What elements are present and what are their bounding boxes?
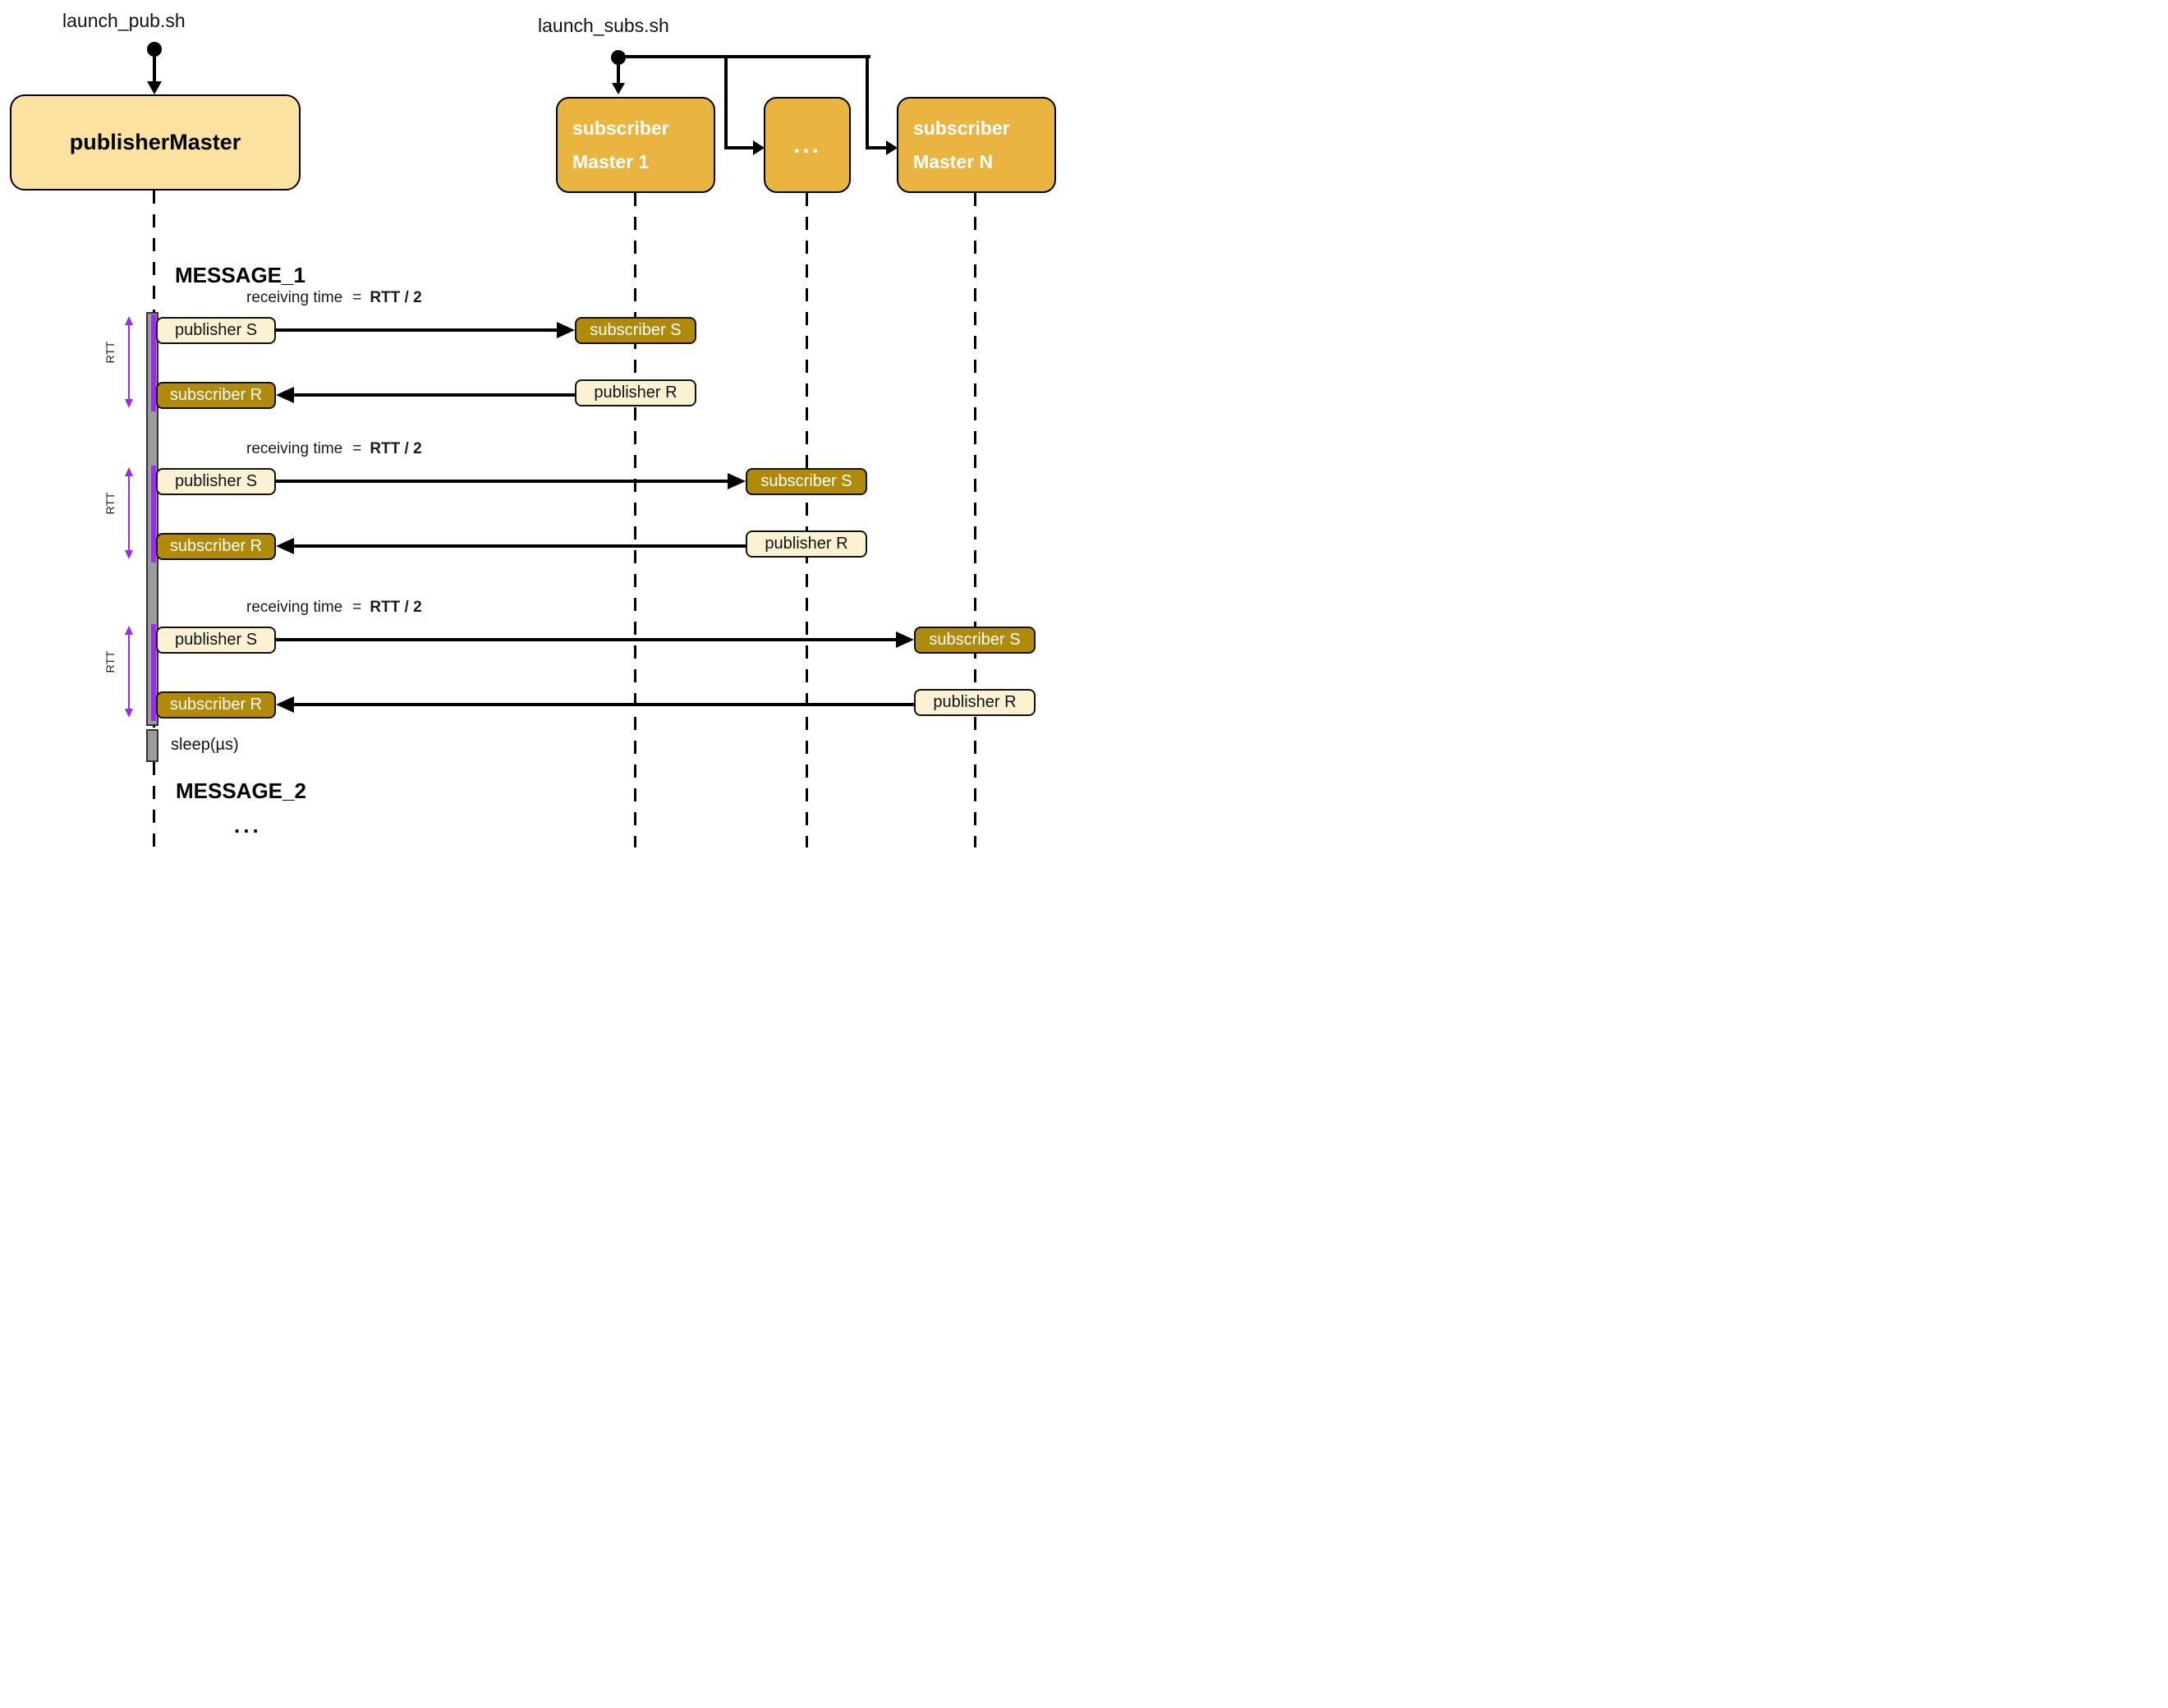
lifeline-dots [806, 193, 808, 847]
subs-branch-drop-mastern [866, 55, 869, 149]
subscriber-r-box-1: subscriber R [156, 382, 276, 409]
send-arrowhead-3-icon [896, 631, 914, 648]
subs-arrowhead-mastern-icon [886, 140, 898, 155]
send-arrow-line-2 [276, 480, 728, 483]
rtt-arrowhead-up-icon [125, 467, 133, 476]
rtt-arrowhead-down-icon [125, 550, 133, 559]
rtt-strip-2 [151, 466, 156, 562]
subs-arrowhead-master1-icon [612, 83, 625, 94]
rtt-double-arrow-2 [125, 467, 133, 559]
send-arrow-line-3 [276, 638, 896, 641]
send-arrow-line-1 [276, 328, 557, 332]
node-subscriber-master-n: subscriber Master N [897, 97, 1056, 193]
subs-branch-run-dots [724, 146, 754, 149]
rtt-strip-3 [151, 624, 156, 721]
node-publisher-master: publisherMaster [10, 94, 301, 191]
subscriber-r-box-3: subscriber R [156, 691, 276, 719]
receiving-time-label-2: receiving time = RTT / 2 [246, 440, 422, 458]
subs-arrowhead-dots-icon [753, 140, 765, 155]
return-arrowhead-1-icon [276, 387, 294, 403]
message1-title: MESSAGE_1 [175, 263, 305, 287]
receiving-time-label-1: receiving time = RTT / 2 [246, 289, 422, 307]
initial-node-pub-icon [147, 42, 162, 57]
rtt-label-3: RTT [103, 650, 117, 673]
return-arrow-line-3 [294, 703, 914, 706]
pub-launch-arrowhead-icon [147, 81, 162, 94]
return-arrow-line-2 [294, 544, 746, 548]
subs-branch-run-mastern [866, 146, 887, 149]
rtt-arrowhead-down-icon [125, 399, 133, 408]
node-subscriber-master-1: subscriber Master 1 [556, 97, 715, 193]
return-arrowhead-3-icon [276, 696, 294, 713]
subscriber-s-box-2: subscriber S [746, 468, 867, 495]
publisher-r-box-2: publisher R [746, 530, 867, 558]
publisher-r-box-1: publisher R [575, 379, 696, 406]
send-arrowhead-1-icon [557, 322, 575, 338]
node-subscriber-master-n-line2: Master N [913, 150, 994, 172]
rtt-arrowhead-up-icon [125, 316, 133, 325]
return-arrow-line-1 [294, 393, 575, 397]
rtt-arrowhead-down-icon [125, 709, 133, 718]
publisher-s-box-3: publisher S [156, 627, 276, 654]
receiving-value-2: RTT / 2 [370, 440, 422, 457]
receiving-value-1: RTT / 2 [370, 289, 422, 306]
rtt-label-1: RTT [103, 341, 117, 364]
receiving-equals-3: = [352, 599, 362, 616]
sequence-diagram: launch_pub.sh launch_subs.sh publisherMa… [0, 0, 1084, 854]
publisher-s-box-2: publisher S [156, 468, 276, 495]
lifeline-subscriber-master-1 [634, 193, 636, 847]
lifeline-subscriber-master-n [974, 193, 976, 847]
return-arrowhead-2-icon [276, 538, 294, 554]
publisher-r-box-3: publisher R [914, 689, 1036, 716]
receiving-equals-2: = [352, 440, 362, 457]
receiving-value-3: RTT / 2 [370, 599, 422, 616]
node-publisher-master-label: publisherMaster [69, 130, 241, 154]
rtt-arrowhead-up-icon [125, 626, 133, 635]
node-dots: ... [764, 97, 851, 193]
rtt-double-arrow-3 [125, 626, 133, 718]
receiving-prefix-1: receiving time [246, 289, 343, 306]
bottom-ellipsis: ... [234, 813, 262, 838]
subs-branch-drop-dots [724, 55, 728, 149]
pub-launch-arrow-line [153, 50, 156, 83]
rtt-strip-1 [151, 315, 156, 411]
sleep-label: sleep(µs) [171, 736, 239, 754]
receiving-prefix-3: receiving time [246, 599, 343, 616]
launch-subs-label: launch_subs.sh [538, 15, 669, 36]
message2-title: MESSAGE_2 [176, 778, 306, 803]
node-subscriber-master-1-line2: Master 1 [572, 150, 650, 172]
receiving-time-label-3: receiving time = RTT / 2 [246, 599, 422, 617]
launch-pub-label: launch_pub.sh [62, 10, 186, 31]
node-subscriber-master-1-line1: subscriber [572, 117, 669, 139]
subs-arrow-line-master1 [617, 57, 620, 84]
subscriber-r-box-2: subscriber R [156, 533, 276, 560]
receiving-equals-1: = [352, 289, 362, 306]
rtt-double-arrow-1 [125, 316, 133, 408]
receiving-prefix-2: receiving time [246, 440, 343, 457]
subs-branch-top-line [618, 55, 870, 58]
subscriber-s-box-1: subscriber S [575, 317, 696, 344]
node-dots-label: ... [792, 131, 821, 158]
sleep-bar [146, 729, 158, 762]
send-arrowhead-2-icon [728, 473, 746, 489]
node-subscriber-master-n-line1: subscriber [913, 117, 1010, 139]
rtt-label-2: RTT [103, 492, 117, 515]
subscriber-s-box-3: subscriber S [914, 627, 1036, 654]
publisher-s-box-1: publisher S [156, 317, 276, 344]
